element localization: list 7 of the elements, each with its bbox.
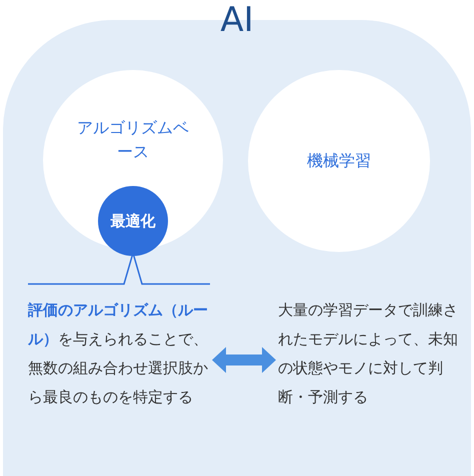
panel-title: AI [219, 2, 255, 38]
circle-label: 機械学習 [307, 150, 371, 172]
circle-label: アルゴリズムベース [77, 117, 189, 163]
double-arrow [212, 347, 276, 373]
highlight-circle: 最適化 [98, 186, 168, 256]
description-text: 大量の学習データで訓練されたモデルによって、未知の状態やモノに対して判断・予測する [278, 296, 468, 436]
description-text: 評価のアルゴリズム（ルール）を与えられることで、無数の組み合わせ選択肢から最良のものを特定する [28, 284, 210, 434]
